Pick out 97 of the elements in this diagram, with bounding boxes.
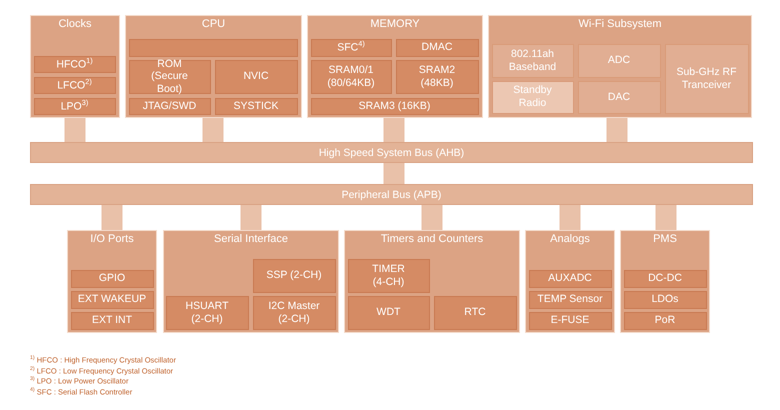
block-title: MEMORY (369, 18, 421, 30)
module-box (664, 44, 748, 114)
module-box (528, 290, 612, 308)
module-label: SFC$^{4)}$ (336, 40, 366, 55)
bus-connector (422, 205, 442, 230)
block-title: I/O Ports (89, 233, 135, 245)
module-box (624, 270, 706, 288)
module-box (310, 38, 392, 56)
module-box (128, 98, 210, 114)
module-box (528, 312, 612, 330)
block-panel (125, 15, 302, 118)
module-box (578, 44, 660, 78)
bus-connector (202, 118, 224, 142)
module-label: SRAM2 (48KB) (418, 64, 456, 90)
module-box (128, 60, 210, 94)
bus-connector (384, 163, 404, 184)
bus-connector (64, 118, 86, 142)
bus-connector (102, 205, 122, 230)
bus-connector (656, 205, 676, 230)
module-label: SRAM0/1 (80/64KB) (326, 64, 376, 90)
module-label: AUXADC (547, 272, 593, 285)
module-label: EXT WAKEUP (76, 293, 148, 306)
module-box (34, 98, 116, 114)
block-title: Analogs (549, 233, 591, 245)
module-label: JTAG/SWD (142, 100, 198, 112)
module-label: LPO$^{3)}$ (60, 98, 90, 114)
module-label: I2C Master (2-CH) (267, 300, 321, 326)
module-box (34, 76, 116, 94)
module-box (396, 38, 478, 56)
module-label: DAC (606, 90, 632, 104)
module-label: HSUART (2-CH) (184, 300, 230, 326)
bus-bar (30, 184, 753, 205)
module-box (252, 258, 336, 292)
module-label: SSP (2-CH) (265, 269, 323, 282)
module-box (70, 290, 154, 308)
block-title: CPU (200, 18, 226, 30)
module-label: TIMER (4-CH) (371, 262, 406, 288)
block-panel (488, 15, 752, 118)
module-label: ADC (606, 54, 632, 67)
block-title: Wi-Fi Subsystem (577, 18, 663, 30)
bus-label: Peripheral Bus (APB) (342, 188, 442, 200)
module-box (214, 98, 298, 114)
module-label: DC-DC (647, 272, 683, 285)
module-box (70, 270, 154, 288)
module-label: EXT INT (90, 314, 134, 327)
module-box (492, 80, 574, 114)
module-box (310, 60, 392, 94)
module-box (528, 270, 612, 288)
block-title: PMS (652, 233, 678, 245)
module-box (578, 80, 660, 114)
module-box (214, 60, 298, 94)
module-label: GPIO (98, 272, 126, 285)
module-label: DMAC (420, 41, 454, 54)
module-label: ROM (Secure Boot) (150, 58, 189, 96)
block-title: Timers and Counters (380, 233, 484, 245)
module-label: E-FUSE (550, 314, 590, 327)
module-box (348, 296, 430, 330)
module-label: 802.11ah Baseband (508, 48, 558, 74)
bus-connector (384, 118, 404, 142)
module-box (396, 60, 478, 94)
block-panel (307, 15, 483, 118)
module-box (128, 38, 298, 56)
module-box (252, 296, 336, 330)
block-panel (344, 230, 520, 333)
module-label: LDOs (650, 293, 680, 306)
module-label: HFCO$^{1)}$ (55, 56, 94, 72)
block-panel (163, 230, 339, 333)
module-box (624, 290, 706, 308)
module-box (166, 296, 248, 330)
module-box (492, 44, 574, 78)
module-box (34, 56, 116, 72)
module-label: PoR (654, 314, 676, 327)
module-label: Standby Radio (512, 84, 553, 110)
module-box (70, 312, 154, 330)
bus-bar (30, 142, 753, 163)
module-label: NVIC (242, 70, 270, 83)
bus-label: High Speed System Bus (AHB) (318, 146, 464, 158)
module-box (624, 312, 706, 330)
block-panel (30, 15, 120, 118)
module-label: Sub-GHz RF Tranceiver (675, 66, 738, 92)
block-title: Serial Interface (213, 233, 289, 245)
module-label: TEMP Sensor (536, 293, 604, 306)
block-panel (525, 230, 615, 333)
module-label: LFCO$^{2)}$ (56, 78, 93, 92)
module-box (310, 98, 478, 114)
bus-connector (606, 118, 628, 142)
module-label: WDT (376, 306, 402, 319)
module-label: RTC (463, 306, 487, 319)
block-title: Clocks (57, 18, 92, 30)
block-panel (67, 230, 157, 333)
bus-connector (560, 205, 580, 230)
block-panel (620, 230, 710, 333)
bus-connector (240, 205, 262, 230)
module-label: SYSTICK (232, 100, 280, 112)
module-label: SRAM3 (16KB) (358, 100, 432, 112)
module-box (434, 296, 516, 330)
module-box (348, 258, 430, 292)
